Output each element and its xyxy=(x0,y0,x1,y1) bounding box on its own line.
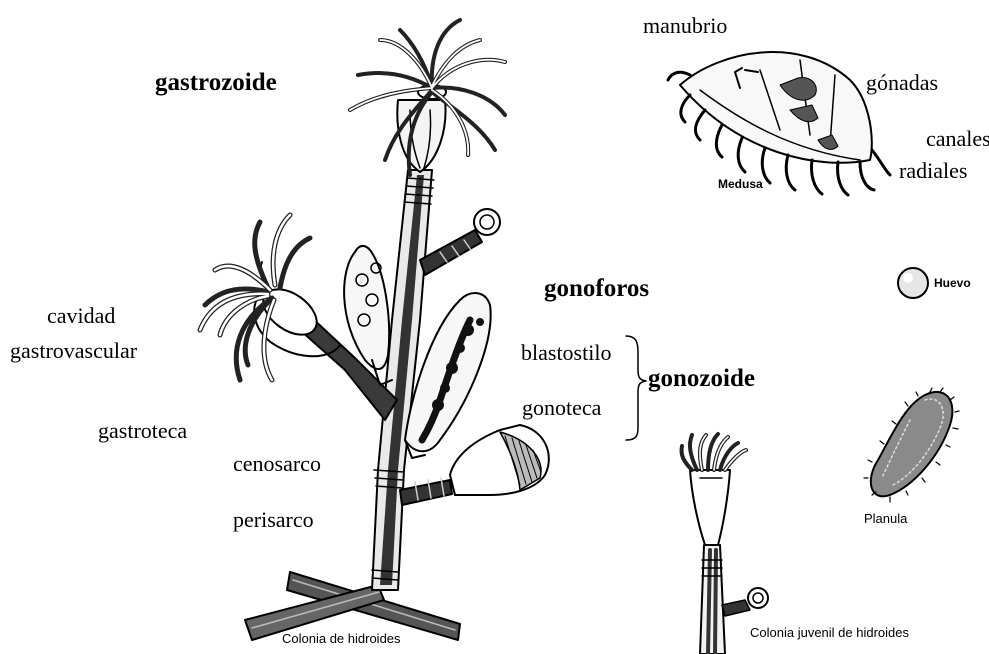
upper-right-branch xyxy=(420,209,500,275)
label-blastostilo: blastostilo xyxy=(521,342,611,364)
left-gastrozoid xyxy=(200,215,340,380)
egg xyxy=(898,268,928,298)
caption-planula: Planula xyxy=(864,512,907,525)
caption-colonia-juvenil: Colonia juvenil de hidroides xyxy=(750,626,909,639)
caption-huevo: Huevo xyxy=(934,277,971,289)
label-gonoforos: gonoforos xyxy=(544,276,649,301)
label-radiales: radiales xyxy=(899,160,967,182)
label-cenosarco: cenosarco xyxy=(233,453,321,475)
label-gastroteca: gastroteca xyxy=(98,420,187,442)
planula xyxy=(864,388,959,502)
label-gastrovascular: gastrovascular xyxy=(10,340,137,362)
label-gonoteca: gonoteca xyxy=(522,397,601,419)
stolon xyxy=(245,572,460,640)
caption-medusa: Medusa xyxy=(718,178,763,190)
label-cavidad: cavidad xyxy=(47,305,115,327)
juvenile-colony xyxy=(681,434,768,654)
label-perisarco: perisarco xyxy=(233,509,314,531)
top-gastrozoid xyxy=(350,20,505,175)
label-gonozoide: gonozoide xyxy=(648,366,755,391)
label-manubrio: manubrio xyxy=(643,15,727,37)
medusa xyxy=(668,52,890,195)
label-gonadas: gónadas xyxy=(866,72,938,94)
label-canales: canales xyxy=(926,128,989,150)
caption-colonia: Colonia de hidroides xyxy=(282,632,401,645)
label-gastrozoide: gastrozoide xyxy=(155,70,277,95)
gonozoide-brace xyxy=(626,336,646,440)
